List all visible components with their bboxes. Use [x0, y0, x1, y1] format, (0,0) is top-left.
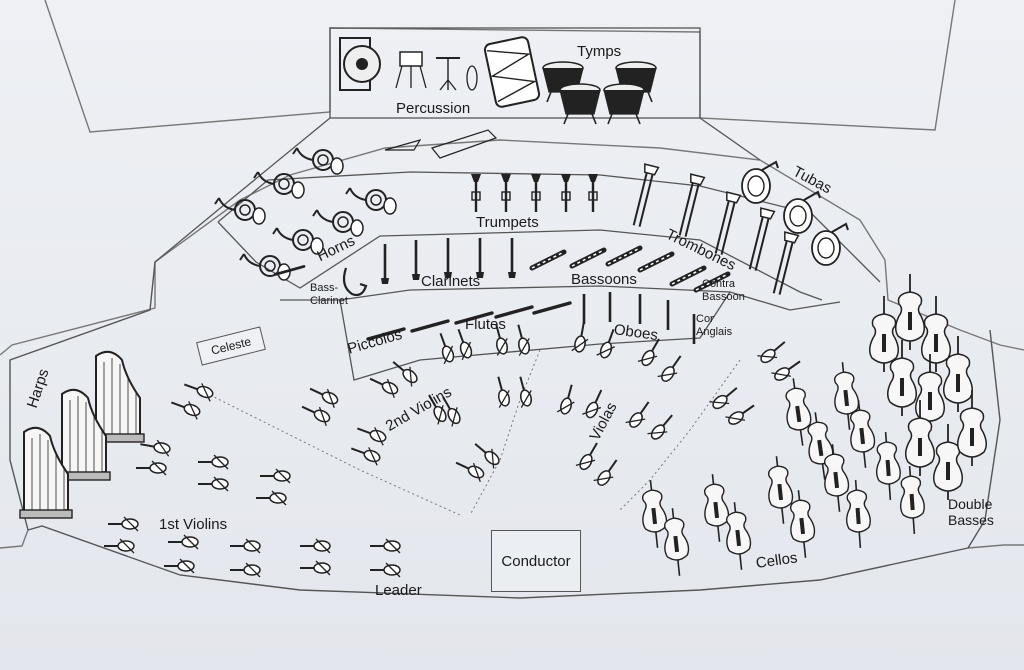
first-violins-instruments [104, 378, 400, 577]
tymps-label: Tymps [577, 44, 621, 59]
trumpets-instruments [471, 174, 598, 212]
percussion-label: Percussion [396, 101, 470, 116]
bass-clarinet-label: Bass- Clarinet [310, 282, 348, 307]
trombones-instruments [630, 164, 799, 296]
violas-instruments [557, 321, 804, 488]
trumpets-label: Trumpets [476, 215, 539, 230]
leader-label: Leader [375, 583, 422, 598]
conductor-box: Conductor [491, 530, 581, 592]
clarinets-label: Clarinets [421, 274, 480, 289]
bassoons-label: Bassoons [571, 272, 637, 287]
double-basses-label: Double Basses [948, 496, 994, 528]
cellos-instruments [639, 361, 926, 577]
cor-anglais-label: Cor Anglais [696, 313, 732, 339]
contra-bassoon-label: Contra Bassoon [702, 278, 745, 304]
first-violins-label: 1st Violins [159, 517, 227, 532]
horns-instruments [215, 148, 396, 280]
flutes-label: Flutes [465, 317, 506, 332]
